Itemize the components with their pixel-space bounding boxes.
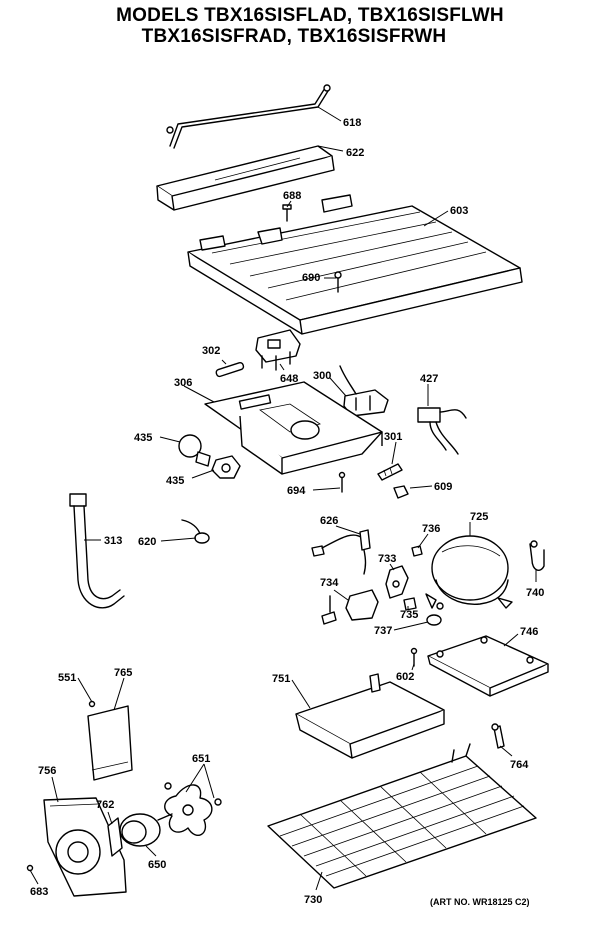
part-622-channel xyxy=(156,145,335,211)
label-683: 683 xyxy=(30,886,48,898)
label-765: 765 xyxy=(114,667,132,679)
label-300: 300 xyxy=(313,370,331,382)
part-603-shelf xyxy=(187,194,523,335)
label-737: 737 xyxy=(374,625,392,637)
label-427: 427 xyxy=(420,373,438,385)
part-435-bulb xyxy=(178,434,211,467)
part-648-switch xyxy=(255,329,301,371)
label-730: 730 xyxy=(304,894,322,906)
part-301-screw xyxy=(377,463,403,481)
part-618-rod xyxy=(166,84,331,149)
label-551: 551 xyxy=(58,672,76,684)
part-690-screw xyxy=(334,271,342,293)
label-306: 306 xyxy=(174,377,192,389)
part-620-drain xyxy=(181,519,210,544)
label-651: 651 xyxy=(192,753,210,765)
label-648: 648 xyxy=(280,373,298,385)
part-764-bracket xyxy=(491,723,505,749)
part-435-socket xyxy=(211,455,241,479)
label-725: 725 xyxy=(470,511,488,523)
part-609-clip xyxy=(393,485,409,499)
models-title-line-2: TBX16SISFRAD, TBX16SISFRWH xyxy=(141,26,447,47)
label-740: 740 xyxy=(526,587,544,599)
label-618: 618 xyxy=(343,117,361,129)
part-756-fan-shroud xyxy=(43,797,127,897)
label-690: 690 xyxy=(302,272,320,284)
part-762-bracket xyxy=(107,817,123,857)
label-694: 694 xyxy=(287,485,306,497)
part-302 xyxy=(215,361,245,378)
part-751-drain-pan xyxy=(295,673,445,759)
part-746-plate xyxy=(427,635,549,697)
part-688-screw xyxy=(282,204,292,222)
label-736: 736 xyxy=(422,523,440,535)
part-300-thermostat xyxy=(339,365,389,417)
label-313: 313 xyxy=(104,535,122,547)
label-762: 762 xyxy=(96,799,114,811)
part-313-tube xyxy=(69,493,125,609)
label-734: 734 xyxy=(320,577,339,589)
part-765-duct xyxy=(87,705,133,781)
label-733: 733 xyxy=(378,553,396,565)
label-620: 620 xyxy=(138,536,156,548)
part-733-relay xyxy=(385,565,409,599)
part-551-screw xyxy=(88,700,96,708)
part-737-grommet xyxy=(426,614,442,626)
label-735: 735 xyxy=(400,609,418,621)
label-626: 626 xyxy=(320,515,338,527)
label-603: 603 xyxy=(450,205,468,217)
label-602: 602 xyxy=(396,671,414,683)
part-602-screw xyxy=(410,647,418,667)
part-306-housing xyxy=(204,381,383,475)
part-735-cover xyxy=(403,597,417,611)
leader-lines xyxy=(29,106,537,891)
label-435-socket: 435 xyxy=(166,475,184,487)
label-746: 746 xyxy=(520,626,538,638)
label-764: 764 xyxy=(510,759,529,771)
part-734-overload xyxy=(321,589,379,625)
label-435-bulb: 435 xyxy=(134,432,152,444)
part-730-condenser xyxy=(267,743,537,889)
part-736-clip xyxy=(411,545,423,557)
part-626-harness xyxy=(311,529,371,575)
label-751: 751 xyxy=(272,673,290,685)
label-301: 301 xyxy=(384,431,402,443)
label-650: 650 xyxy=(148,859,166,871)
label-622: 622 xyxy=(346,147,364,159)
part-683-screw xyxy=(26,864,34,872)
part-725-compressor xyxy=(425,535,513,610)
models-title-line-1: MODELS TBX16SISFLAD, TBX16SISFLWH xyxy=(116,5,504,26)
part-651-fan-blade xyxy=(164,782,222,836)
part-740-clamp xyxy=(529,540,545,571)
label-609: 609 xyxy=(434,481,452,493)
part-694-screw xyxy=(338,471,346,493)
part-427-connector xyxy=(417,407,467,455)
label-688: 688 xyxy=(283,190,301,202)
label-302: 302 xyxy=(202,345,220,357)
art-number: (ART NO. WR18125 C2) xyxy=(430,897,530,907)
label-756: 756 xyxy=(38,765,56,777)
part-650-fan-motor xyxy=(119,813,173,847)
